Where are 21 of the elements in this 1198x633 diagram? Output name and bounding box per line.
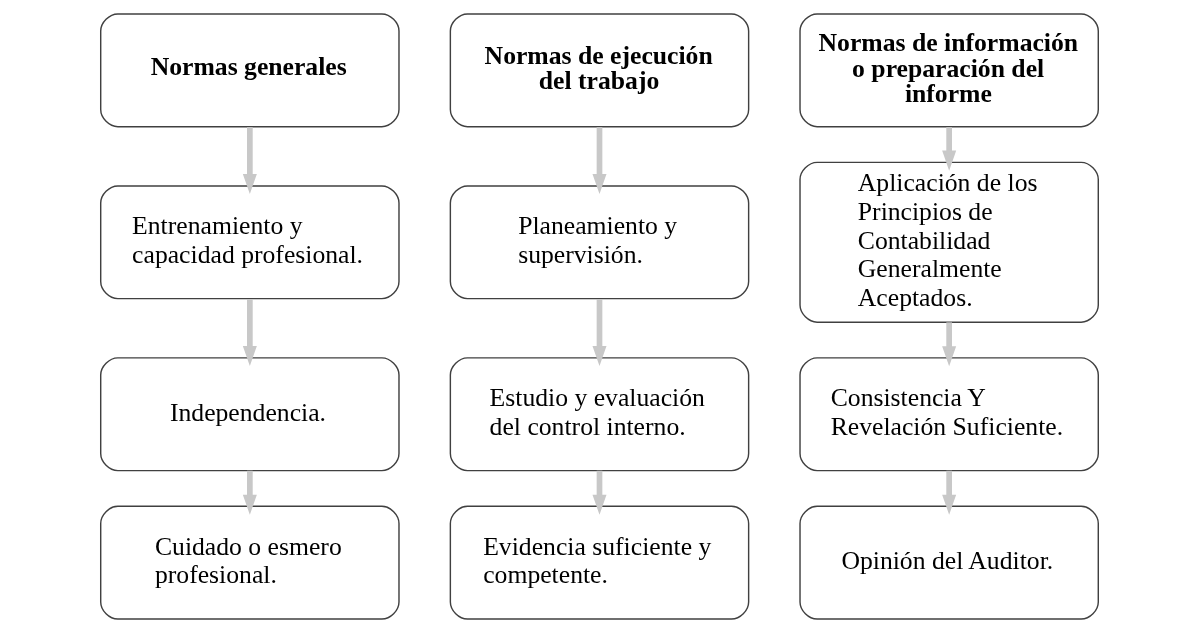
node-box: Evidencia suficiente y competente. [449,505,749,620]
node-box: Cuidado o esmero profesional. [99,505,400,620]
arrow [242,127,257,194]
node-box: Estudio y evaluación del control interno. [449,357,749,472]
node-box: Normas generales [99,13,400,128]
arrow [591,127,607,194]
arrow [591,299,607,366]
node-box: Normas de información o preparación del informe [798,13,1099,128]
arrow [591,470,607,515]
node-box: Normas de ejecución del trabajo [449,13,749,128]
arrow [941,470,956,515]
node-box: Opinión del Auditor. [798,505,1099,620]
node-box: Entrenamiento y capacidad profesional. [99,185,400,300]
arrow [941,127,956,171]
node-box: Planeamiento y supervisión. [449,185,749,300]
arrow [941,322,956,367]
node-box: Independencia. [99,357,400,472]
arrow [242,299,257,366]
node-box: Aplicación de los Principios de Contabilidad Generalmente Aceptados. [798,161,1099,323]
node-box: Consistencia Y Revelación Suficiente. [798,357,1099,472]
arrow [242,470,257,515]
